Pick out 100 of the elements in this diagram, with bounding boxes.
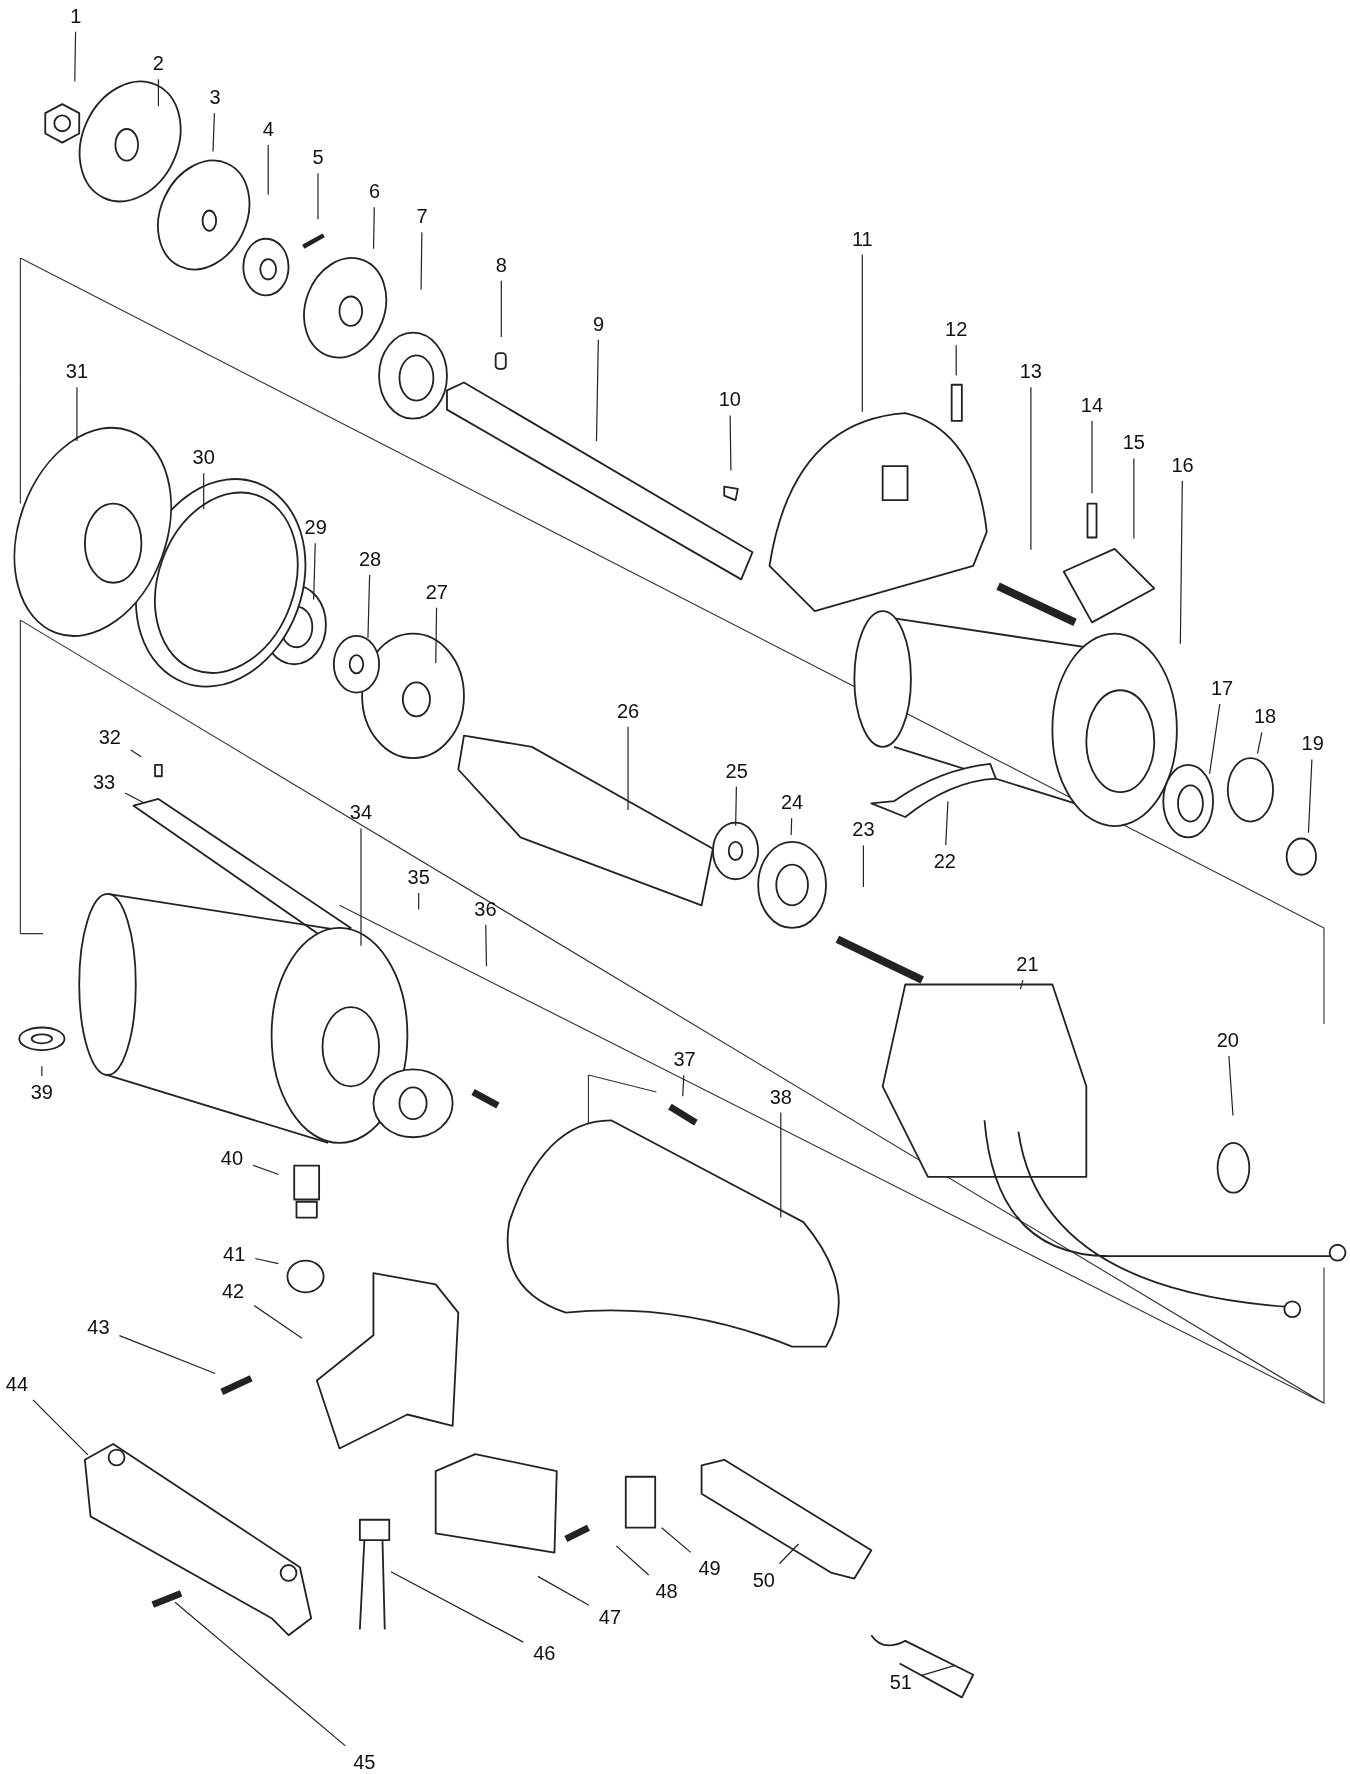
leader-line [1228, 1055, 1234, 1117]
leader-line [862, 844, 864, 888]
leader-line [157, 78, 159, 107]
callout-number: 45 [353, 1750, 376, 1773]
leader-line [955, 344, 957, 377]
leader-line [661, 1527, 692, 1553]
callout-number: 12 [945, 318, 968, 341]
leader-line [118, 1335, 216, 1375]
leader-line [74, 31, 77, 82]
leader-line [790, 817, 793, 836]
callout-number: 7 [416, 205, 428, 228]
callout-number: 5 [312, 146, 324, 169]
callout-number: 1 [70, 4, 82, 27]
callout-number: 10 [718, 388, 741, 411]
leader-line [124, 792, 144, 804]
callout-number: 47 [598, 1606, 622, 1629]
leader-line [317, 172, 319, 220]
leader-line [1179, 480, 1183, 645]
callout-number: 26 [616, 699, 640, 722]
callout-number: 30 [192, 446, 215, 469]
leader-line [212, 112, 215, 153]
callout-number: 46 [533, 1642, 556, 1665]
leader-line [1307, 758, 1313, 834]
callout-number: 24 [781, 791, 804, 814]
leader-line [1256, 731, 1263, 755]
leader-line [537, 1575, 590, 1606]
leader-line [360, 827, 362, 947]
callout-number: 18 [1254, 705, 1277, 728]
callout-number: 17 [1211, 677, 1234, 699]
callout-number: 33 [92, 770, 116, 793]
leader-line [729, 414, 732, 472]
callout-number: 40 [220, 1146, 244, 1169]
leader-line [945, 800, 949, 846]
callout-number: 15 [1122, 431, 1145, 454]
leader-line [485, 924, 488, 967]
leader-line [313, 542, 316, 601]
leader-line [780, 1111, 782, 1218]
leader-line [390, 1571, 524, 1643]
callout-number: 9 [593, 312, 605, 335]
callout-number: 41 [223, 1242, 246, 1265]
leader-line [1133, 457, 1135, 540]
callout-number: 16 [1171, 454, 1194, 477]
callout-number: 8 [495, 253, 507, 276]
callout-number: 21 [1016, 953, 1039, 976]
leader-line [735, 786, 737, 827]
leader-line [418, 892, 420, 911]
callout-number: 49 [698, 1557, 721, 1580]
callout-number: 51 [889, 1670, 912, 1693]
leader-line [252, 1164, 280, 1176]
leader-line [130, 749, 142, 758]
leader-line [921, 1664, 956, 1676]
callout-number: 20 [1216, 1028, 1239, 1051]
leader-line [367, 574, 371, 639]
callout-number: 11 [851, 227, 873, 250]
callout-number: 2 [152, 52, 164, 75]
callout-number: 14 [1080, 394, 1104, 417]
leader-line [174, 1601, 346, 1747]
leader-line [372, 206, 375, 250]
callout-number: 27 [425, 580, 448, 603]
callout-number: 37 [673, 1048, 696, 1071]
callout-number: 42 [222, 1280, 245, 1303]
leader-line [627, 726, 629, 811]
callout-number: 4 [262, 118, 274, 140]
callout-number: 38 [769, 1085, 792, 1108]
leader-line [778, 1543, 800, 1565]
leader-line [32, 1399, 89, 1456]
callout-number: 34 [349, 801, 373, 824]
leader-line [1019, 979, 1024, 990]
callout-number: 25 [725, 759, 748, 782]
callout-number: 28 [358, 548, 382, 570]
callout-number: 39 [30, 1081, 53, 1103]
leader-line [254, 1257, 279, 1265]
callout-number: 32 [98, 725, 121, 748]
leader-line [682, 1074, 685, 1097]
callout-number: 6 [369, 180, 381, 203]
leader-line [595, 339, 599, 442]
callout-number: 31 [65, 360, 89, 383]
callout-number: 19 [1301, 732, 1324, 755]
callout-number: 48 [655, 1580, 678, 1602]
leader-line [1208, 703, 1221, 775]
leader-line [420, 231, 423, 291]
callout-number: 36 [474, 897, 497, 920]
callout-number: 44 [5, 1372, 29, 1395]
leader-line [1030, 386, 1032, 551]
leader-line [435, 607, 438, 664]
leader-line [253, 1304, 303, 1339]
leader-line [41, 1065, 43, 1077]
callout-number: 13 [1019, 360, 1042, 383]
callout-number: 23 [852, 818, 875, 841]
callout-number: 43 [87, 1316, 110, 1339]
leader-line [1091, 420, 1093, 494]
leader-line [267, 144, 269, 195]
callout-number: 50 [752, 1568, 775, 1591]
leader-line [500, 280, 502, 338]
leader-line [861, 254, 863, 413]
callout-number: 29 [304, 516, 327, 539]
callout-number: 3 [209, 86, 221, 109]
callout-number: 35 [407, 866, 430, 888]
leader-line [203, 472, 205, 510]
leader-line [76, 386, 78, 442]
